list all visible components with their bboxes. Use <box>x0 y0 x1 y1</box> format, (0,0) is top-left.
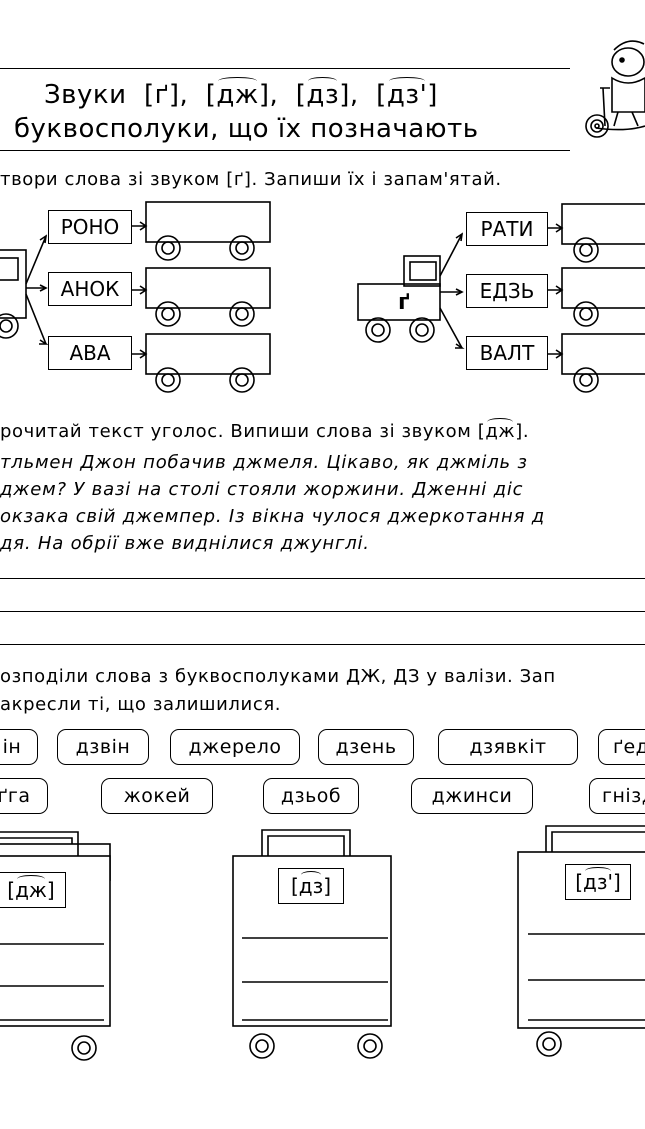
word-pill-9[interactable]: дзьоб <box>263 778 359 814</box>
writing-line-3[interactable] <box>0 644 645 645</box>
sound-dzh: дж <box>216 77 259 110</box>
word-pill-10[interactable]: джинси <box>411 778 533 814</box>
task3-instruction-line1: озподіли слова з буквосполуками ДЖ, ДЗ у… <box>0 666 556 687</box>
word-box-right-2: ЕДЗЬ <box>466 274 548 308</box>
word-pill-2[interactable]: дзвін <box>57 729 149 765</box>
task2-sound: дж <box>485 418 516 442</box>
title-top-rule <box>0 68 570 69</box>
task2-text-line-2: джем? У вазі на столі стояли жоржини. Дж… <box>0 479 524 500</box>
word-box-left-3: АВА <box>48 336 132 370</box>
task2-text-line-4: дя. На обрії вже виднілися джунглі. <box>0 533 370 554</box>
suitcase-label-2: [дз] <box>278 868 344 904</box>
page-title-line1: Звуки [ґ], [дж], [дз], [дз'] <box>44 77 438 110</box>
sound-dz: дз <box>306 77 340 110</box>
title-bottom-rule <box>0 150 570 151</box>
task3-instruction-line2: акресли ті, що залишилися. <box>0 694 282 715</box>
word-pill-6[interactable]: ґед <box>598 729 645 765</box>
word-pill-4[interactable]: дзень <box>318 729 414 765</box>
page-title-line2: буквосполуки, що їх позначають <box>14 114 479 144</box>
word-pill-5[interactable]: дзявкіт <box>438 729 578 765</box>
word-pill-1[interactable]: ін <box>0 729 38 765</box>
task1-instruction: твори слова зі звуком [ґ]. Запиши їх і з… <box>0 169 502 190</box>
task2-instruction: рочитай текст уголос. Випиши слова зі зв… <box>0 418 530 442</box>
word-box-right-3: ВАЛТ <box>466 336 548 370</box>
writing-line-2[interactable] <box>0 611 645 612</box>
word-pill-7[interactable]: ґга <box>0 778 48 814</box>
task2-text-line-1: тльмен Джон побачив джмеля. Цікаво, як д… <box>0 452 528 473</box>
task2-text-line-3: окзака свій джемпер. Із вікна чулося дже… <box>0 506 546 527</box>
truck-letter: ґ <box>398 290 410 315</box>
word-pill-8[interactable]: жокей <box>101 778 213 814</box>
sound-dzs: дз' <box>386 77 428 110</box>
writing-line-1[interactable] <box>0 578 645 579</box>
word-box-right-1: РАТИ <box>466 212 548 246</box>
suitcase-label-3: [дз'] <box>565 864 631 900</box>
word-pill-11[interactable]: гнізд <box>589 778 645 814</box>
word-box-left-1: РОНО <box>48 210 132 244</box>
word-pill-3[interactable]: джерело <box>170 729 300 765</box>
suitcase-label-1: [дж] <box>0 872 66 908</box>
word-box-left-2: АНОК <box>48 272 132 306</box>
